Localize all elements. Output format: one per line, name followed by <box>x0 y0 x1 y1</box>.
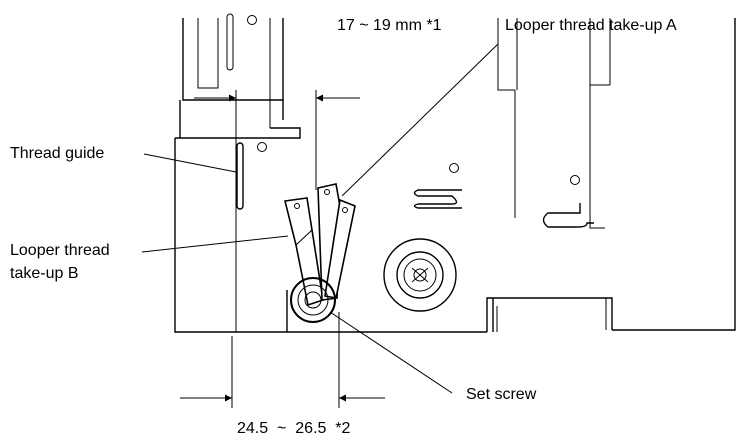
hole-guide <box>257 142 267 152</box>
leader-looper-a <box>341 43 499 197</box>
looper-b-label-line1: Looper thread <box>10 242 110 259</box>
lower-bracket <box>486 297 613 332</box>
looper-thread-take-up-a <box>317 183 356 301</box>
leader-set-screw <box>329 311 453 394</box>
hole-upper <box>247 15 257 25</box>
looper-thread-take-up-b <box>284 197 324 307</box>
leader-looper-b <box>141 235 289 253</box>
looper-b-label-line2: take-up B <box>10 265 78 282</box>
leader-lines <box>141 43 499 394</box>
dimension-bottom <box>180 312 385 408</box>
hook-right <box>542 175 594 228</box>
bolt <box>383 238 457 312</box>
leader-thread-guide <box>143 153 237 173</box>
upper-bracket <box>179 13 284 138</box>
slot-upper <box>226 13 234 71</box>
set-screw-label: Set screw <box>466 386 537 403</box>
dim-bottom-label: 24.5 ~ 26.5 *2 <box>237 420 351 437</box>
dim-top-label: 17 ~ 19 mm *1 <box>337 17 442 34</box>
looper-a-label: Looper thread take-up A <box>505 17 677 34</box>
thread-guide-label: Thread guide <box>10 145 104 162</box>
thread-guide <box>236 142 267 210</box>
set-screw <box>290 277 336 323</box>
base-plate <box>174 18 736 333</box>
hook-center <box>413 163 462 209</box>
dimension-top <box>194 90 360 332</box>
